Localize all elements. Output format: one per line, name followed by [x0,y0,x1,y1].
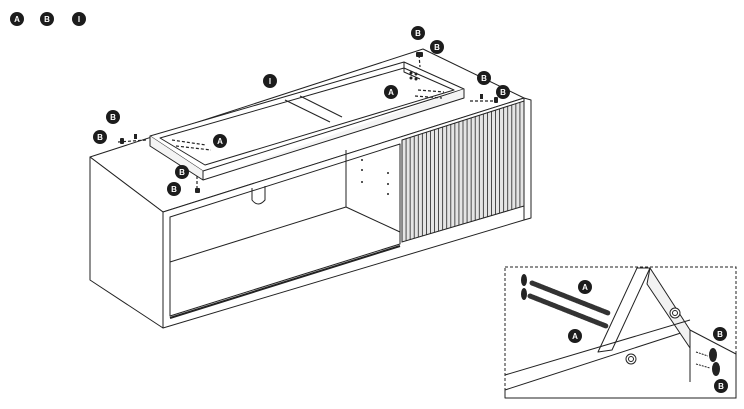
svg-text:B: B [179,168,185,177]
detail-bolts [527,279,611,329]
svg-text:B: B [415,29,421,38]
cable-slot [251,186,266,205]
detail-wall-anchors [695,348,720,376]
detail-callout-b-1: B [713,327,727,341]
legend-badge-b: B [40,12,54,26]
ribbed-sliding-door [401,100,525,243]
svg-text:A: A [572,332,578,341]
bolts-and-dowels [117,54,494,190]
svg-text:B: B [434,43,440,52]
callout-b-6: B [430,40,444,54]
legend-badge-a: A [10,12,24,26]
door-ribs [405,102,521,241]
svg-text:A: A [388,88,394,97]
callout-b-1: B [106,110,120,124]
cabinet-front-opening [169,143,401,317]
callout-a-right: A [384,85,398,99]
callout-b-4: B [167,182,181,196]
callout-b-9: B [0,0,3,2]
svg-text:B: B [481,74,487,83]
callout-b-8: B [496,85,510,99]
detail-panel-corner [504,329,737,399]
svg-text:A: A [582,283,588,292]
svg-text:B: B [171,185,177,194]
callout-b-7: B [477,71,491,85]
inner-bottom-edge [169,245,401,319]
detail-inset: A A B B [504,266,737,399]
detail-callout-a-2: A [568,329,582,343]
cabinet-left-side [89,156,164,329]
detail-bolt-heads [521,274,527,300]
callout-b-2: B [93,130,107,144]
svg-text:B: B [500,88,506,97]
callout-i: I [263,74,277,88]
detail-callout-b-2: B [714,379,728,393]
svg-text:B: B [97,133,103,142]
svg-text:B: B [717,330,723,339]
main-callouts: I A A B B B B B B B B B [0,0,510,196]
legend-label-a: A [14,15,20,24]
legend-badge-i: I [72,12,86,26]
svg-text:A: A [217,137,223,146]
part-legend: A B I [10,12,86,26]
callout-b-5: B [411,26,425,40]
callout-b-3: B [175,165,189,179]
hole-marks [361,159,389,195]
cabinet-right-side [523,97,532,221]
svg-text:B: B [110,113,116,122]
svg-text:I: I [269,77,271,86]
detail-callout-a-1: A [578,280,592,294]
legend-label-b: B [44,15,50,24]
legend-label-i: I [78,15,80,24]
dowel-heads [120,52,498,193]
svg-text:B: B [718,382,724,391]
callout-a-left: A [213,134,227,148]
